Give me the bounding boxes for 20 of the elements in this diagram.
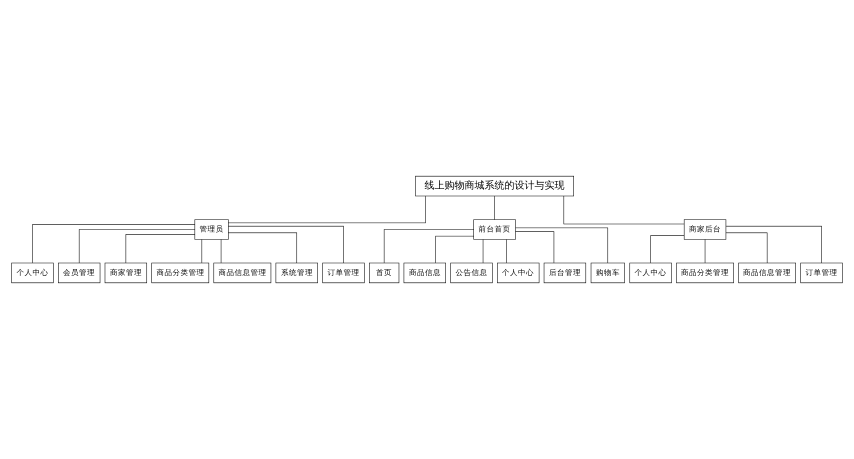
connector xyxy=(494,196,495,220)
connector xyxy=(650,235,684,264)
connector xyxy=(384,229,474,264)
connector xyxy=(228,196,426,224)
node-box: 线上购物商城系统的设计与实现 xyxy=(415,176,574,196)
connector xyxy=(482,239,484,264)
connector xyxy=(564,196,684,224)
connector xyxy=(228,232,298,264)
connector xyxy=(228,226,344,264)
connector xyxy=(726,226,822,264)
connector xyxy=(78,229,196,264)
connector xyxy=(515,231,554,264)
connector xyxy=(435,236,474,264)
connector xyxy=(506,239,507,264)
connector xyxy=(704,239,706,264)
connector xyxy=(220,239,222,264)
connector xyxy=(126,234,195,264)
connector xyxy=(726,232,768,264)
connector xyxy=(32,224,196,264)
connector xyxy=(515,228,608,264)
